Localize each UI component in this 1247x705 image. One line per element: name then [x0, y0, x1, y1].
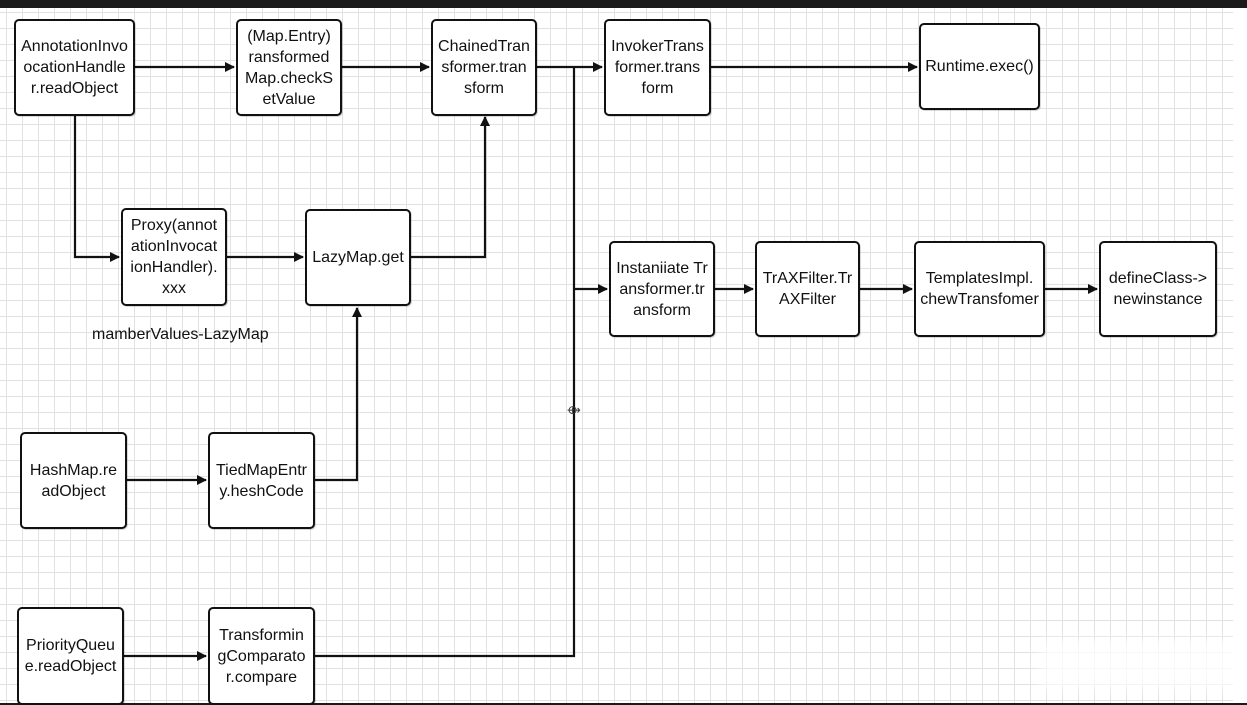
node-transforming-comparator[interactable]: Transformin gComparato r.compare [208, 607, 315, 705]
edge-lazymap-to-chained [411, 116, 490, 259]
node-hashmap-readobject[interactable]: HashMap.re adObject [20, 432, 127, 529]
node-label: Transformin gComparato r.compare [217, 626, 306, 686]
watermark-blur [1040, 640, 1245, 690]
node-trax-filter[interactable]: TrAXFilter.Tr AXFilter [755, 241, 860, 337]
node-annotation-invocation-handler[interactable]: AnnotationInvo ocationHandle r.readObjec… [14, 19, 135, 116]
node-label: Runtime.exec() [925, 58, 1034, 75]
node-label: InvokerTrans former.trans form [611, 38, 704, 97]
node-templates-impl[interactable]: TemplatesImpl. chewTransfomer [914, 241, 1045, 337]
node-instantiate-transformer[interactable]: Instaniiate Tr ansformer.tr ansform [609, 241, 715, 337]
node-label: HashMap.re adObject [29, 461, 118, 500]
node-chained-transformer[interactable]: ChainedTran sformer.tran sform [431, 19, 537, 116]
node-label: PriorityQueu e.readObject [24, 637, 117, 675]
node-priorityqueue-readobject[interactable]: PriorityQueu e.readObject [17, 607, 124, 705]
diagram-canvas [0, 8, 1247, 703]
node-label: LazyMap.get [312, 249, 404, 266]
member-values-annotation: mamberValues-LazyMap [92, 326, 269, 343]
node-proxy-annotation-invocation-handler[interactable]: Proxy(annot ationInvocat ionHandler). xx… [121, 208, 227, 306]
node-label: defineClass-> newinstance [1108, 270, 1208, 308]
node-label: AnnotationInvo ocationHandle r.readObjec… [21, 38, 128, 97]
node-label: (Map.Entry) ransformed Map.checkS etValu… [244, 27, 334, 108]
node-label: TrAXFilter.Tr AXFilter [762, 270, 853, 308]
connector-junction-glyph: ⟴ [567, 403, 581, 417]
node-label: Proxy(annot ationInvocat ionHandler). xx… [130, 217, 218, 297]
node-lazymap-get[interactable]: LazyMap.get [305, 209, 411, 306]
node-define-class[interactable]: defineClass-> newinstance [1099, 241, 1217, 337]
node-runtime-exec[interactable]: Runtime.exec() [919, 23, 1040, 110]
node-label: Instaniiate Tr ansformer.tr ansform [616, 259, 708, 319]
node-map-entry-checksetvalue[interactable]: (Map.Entry) ransformed Map.checkS etValu… [236, 19, 342, 116]
node-invoker-transformer[interactable]: InvokerTrans former.trans form [604, 19, 711, 116]
edge-annotation-to-proxy [73, 116, 120, 262]
edge-comparator-to-chain-bus [315, 67, 576, 658]
node-label: TemplatesImpl. chewTransfomer [920, 270, 1039, 308]
node-tiedmapentry-hashcode[interactable]: TiedMapEntr y.heshCode [208, 432, 315, 529]
canvas-edge [1233, 8, 1247, 703]
node-label: TiedMapEntr y.heshCode [216, 461, 307, 500]
node-label: ChainedTran sformer.tran sform [438, 38, 530, 97]
edge-tiedmap-to-lazymap [315, 307, 362, 482]
